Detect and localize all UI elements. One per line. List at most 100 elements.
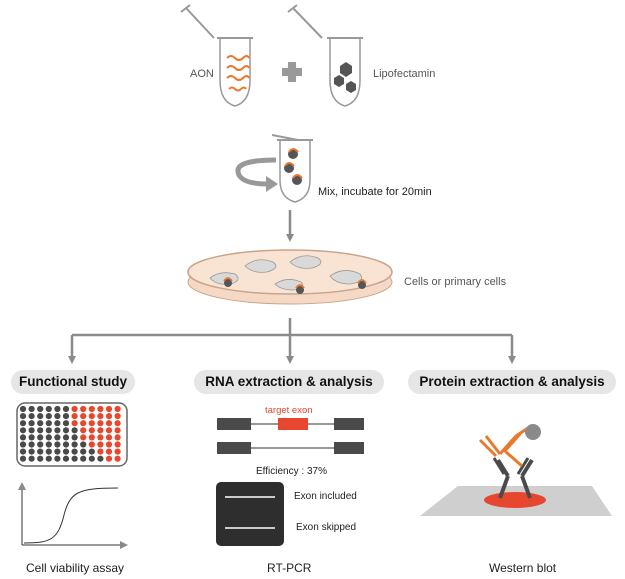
petri-dish-icon <box>187 249 393 305</box>
well-dot <box>28 434 35 441</box>
well-dot <box>88 420 95 427</box>
well-dot <box>105 427 113 434</box>
western-blot-icon <box>420 424 612 516</box>
well-dot <box>54 455 61 462</box>
well-dot <box>54 434 61 441</box>
well-dot <box>80 427 87 434</box>
well-dot <box>71 441 78 448</box>
well-dot <box>71 427 78 434</box>
well-dot <box>54 427 61 434</box>
viability-curve-plot <box>18 482 128 549</box>
well-dot <box>105 405 113 413</box>
well-dot <box>37 405 44 413</box>
target-exon-label: target exon <box>265 405 313 416</box>
well-dot <box>62 427 70 434</box>
well-dot <box>88 448 95 455</box>
well-dot <box>71 405 78 413</box>
well-dot <box>45 420 52 427</box>
well-dot <box>97 434 104 441</box>
well-dot <box>19 427 27 434</box>
well-dot <box>54 413 61 420</box>
well-dot <box>28 448 35 455</box>
well-dot <box>114 413 121 420</box>
well-dot <box>97 441 104 448</box>
well-dot <box>105 448 113 455</box>
well-dot <box>97 455 104 462</box>
well-dot <box>45 405 52 413</box>
well-dot <box>105 441 113 448</box>
well-dot <box>45 441 52 448</box>
well-dot <box>37 413 44 420</box>
well-dot <box>88 427 95 434</box>
well-dot <box>114 427 121 434</box>
well-dot <box>37 434 44 441</box>
well-dot <box>54 448 61 455</box>
well-dot <box>80 455 87 462</box>
well-dot <box>28 420 35 427</box>
well-dot <box>62 420 70 427</box>
rt-pcr-caption: RT-PCR <box>267 561 312 575</box>
well-dot <box>71 413 78 420</box>
mix-tube-icon <box>271 134 313 203</box>
well-dot <box>97 413 104 420</box>
well-dot <box>105 455 113 462</box>
efficiency-label: Efficiency : 37% <box>256 466 327 477</box>
well-dot <box>88 413 95 420</box>
well-dot <box>19 405 27 413</box>
well-dot <box>19 413 27 420</box>
well-dot <box>19 441 27 448</box>
well-dot <box>105 420 113 427</box>
aon-label: AON <box>190 68 214 80</box>
well-dot <box>19 420 27 427</box>
well-dot <box>28 405 35 413</box>
well-dot <box>114 455 121 462</box>
well-dot <box>105 413 113 420</box>
well-dot <box>28 427 35 434</box>
well-dot <box>88 441 95 448</box>
western-blot-caption: Western blot <box>489 561 557 575</box>
well-dot <box>88 405 95 413</box>
well-dot <box>114 405 121 413</box>
well-dot <box>97 405 104 413</box>
mix-label: Mix, incubate for 20min <box>318 186 432 198</box>
well-dot <box>62 434 70 441</box>
well-dot <box>80 434 87 441</box>
well-dot <box>71 455 78 462</box>
well-dot <box>80 420 87 427</box>
well-dot <box>19 455 27 462</box>
rotate-arrow-icon <box>235 157 278 192</box>
well-dot <box>37 455 44 462</box>
well-dot <box>28 441 35 448</box>
branch-connectors <box>68 318 516 364</box>
well-dot <box>80 448 87 455</box>
well-dot <box>28 455 35 462</box>
well-plate-icon <box>16 402 128 467</box>
cell-viability-caption: Cell viability assay <box>26 561 125 575</box>
exon-diagram <box>217 418 364 454</box>
well-dot <box>62 448 70 455</box>
well-dot <box>80 413 87 420</box>
lipofectamin-label: Lipofectamin <box>373 68 436 80</box>
exon-skipped-label: Exon skipped <box>296 522 357 533</box>
cells-label: Cells or primary cells <box>404 276 507 288</box>
well-dot <box>97 427 104 434</box>
well-dot <box>88 455 95 462</box>
well-dot <box>19 434 27 441</box>
well-dot <box>97 420 104 427</box>
well-dot <box>114 434 121 441</box>
well-dot <box>114 448 121 455</box>
plus-icon <box>282 62 302 82</box>
well-dot <box>54 441 61 448</box>
well-dot <box>80 405 87 413</box>
rna-analysis-title: RNA extraction & analysis <box>194 370 384 394</box>
well-dot <box>105 434 113 441</box>
target-exon-box <box>278 418 308 430</box>
well-dot <box>45 434 52 441</box>
well-dot <box>62 441 70 448</box>
aon-tube-icon <box>180 4 253 107</box>
well-dot <box>88 434 95 441</box>
well-dot <box>54 405 61 413</box>
well-dot <box>71 448 78 455</box>
well-dot <box>62 455 70 462</box>
